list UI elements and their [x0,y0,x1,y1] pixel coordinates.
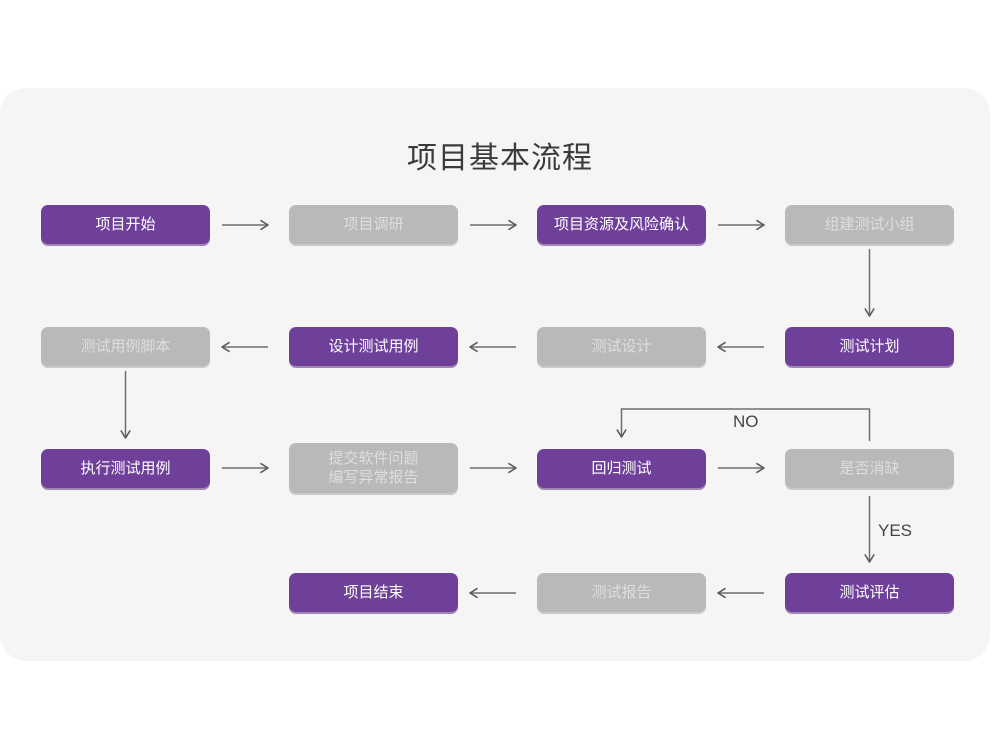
node-form-test-team[interactable]: 组建测试小组 [785,205,954,244]
page-title: 项目基本流程 [407,142,593,175]
node-label: 测试评估 [839,584,900,601]
node-test-case-script[interactable]: 测试用例脚本 [41,327,210,366]
node-test-report[interactable]: 测试报告 [537,573,706,612]
node-regression-test[interactable]: 回归测试 [537,449,706,488]
node-defects-cleared-decision[interactable]: 是否消缺 [785,449,954,488]
node-test-design[interactable]: 测试设计 [537,327,706,366]
node-label: 设计测试用例 [328,338,419,355]
node-label: 项目开始 [95,216,156,233]
node-label: 项目调研 [343,216,404,233]
edge-label-no: NO [733,412,759,431]
edge-label-yes: YES [878,521,913,540]
node-submit-issue-write-report[interactable]: 提交软件问题 编写异常报告 [289,443,458,493]
node-project-end[interactable]: 项目结束 [289,573,458,612]
node-label: 是否消缺 [839,460,900,477]
node-label: 测试计划 [839,338,900,355]
node-label: 测试报告 [591,584,652,601]
node-test-evaluation[interactable]: 测试评估 [785,573,954,612]
node-design-test-cases[interactable]: 设计测试用例 [289,327,458,366]
node-label: 项目结束 [343,584,404,601]
node-label: 项目资源及风险确认 [553,216,689,233]
node-project-research[interactable]: 项目调研 [289,205,458,244]
node-label: 提交软件问题 编写异常报告 [328,450,419,486]
node-test-plan[interactable]: 测试计划 [785,327,954,366]
node-project-start[interactable]: 项目开始 [41,205,210,244]
node-label: 组建测试小组 [824,216,915,233]
node-label: 回归测试 [591,460,652,477]
node-execute-test-cases[interactable]: 执行测试用例 [41,449,210,488]
node-resource-risk-confirmation[interactable]: 项目资源及风险确认 [537,205,706,244]
node-label: 测试设计 [591,338,652,355]
node-label: 执行测试用例 [80,460,171,477]
node-label: 测试用例脚本 [80,338,171,355]
diagram-panel [0,88,990,661]
